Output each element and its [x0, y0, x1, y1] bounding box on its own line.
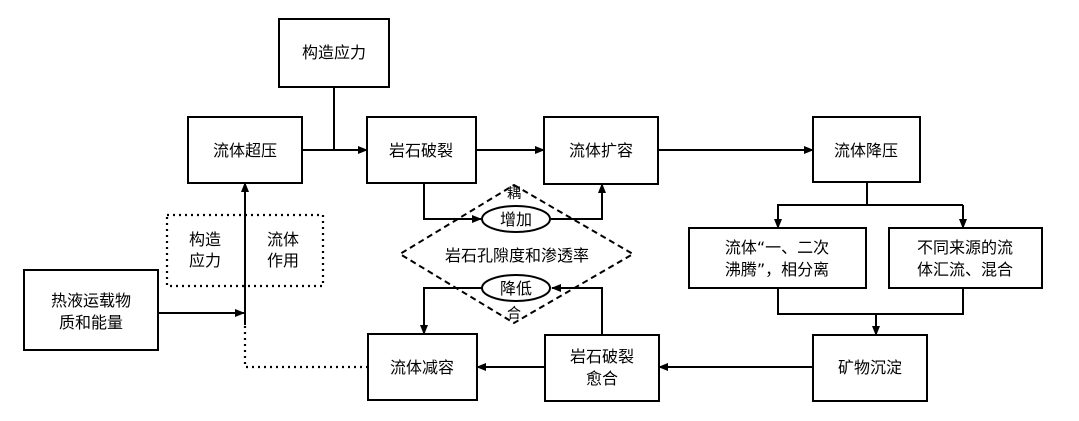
node-tectonic-stress-top-label: 构造应力: [302, 43, 366, 62]
node-fluid-boiling: 流体“一、二次 沸腾”，相分离: [688, 227, 867, 289]
edge-fracture-to-increase: [423, 183, 482, 223]
node-fluid-mixing-line1: 不同来源的流: [917, 238, 1013, 257]
node-fluid-expansion: 流体扩容: [543, 116, 659, 185]
node-fracture-healing-line2: 愈合: [586, 369, 618, 388]
coupling-center-label: 岩石孔隙度和渗透率: [445, 246, 589, 265]
node-fluid-action-line2: 作用: [267, 251, 299, 270]
node-fluid-depressurization: 流体降压: [812, 116, 921, 183]
decrease-label: 降低: [500, 279, 532, 298]
node-fluid-action-line1: 流体: [267, 230, 299, 249]
connectors: [158, 87, 967, 371]
dotted-box: [165, 213, 325, 288]
node-fluid-depressurization-label: 流体降压: [834, 141, 898, 160]
node-fracture-healing: 岩石破裂 愈合: [544, 334, 660, 402]
node-tectonic-stress-mid-line2: 应力: [189, 251, 221, 270]
node-fluid-reduction-label: 流体减容: [390, 358, 454, 377]
node-hydrothermal-transport: 热液运载物 质和能量: [23, 269, 159, 351]
edge-decrease-to-reduction: [420, 287, 482, 335]
node-fluid-expansion-label: 流体扩容: [569, 141, 633, 160]
node-fluid-overpressure-label: 流体超压: [213, 141, 277, 160]
coupling-top-char: 耦: [507, 186, 521, 202]
edge-healing-to-decrease: [551, 284, 603, 335]
edge-merge: [777, 288, 964, 315]
coupling-diamond: 耦 岩石孔隙度和渗透率 合 增加 降低: [398, 183, 635, 325]
node-rock-fracture: 岩石破裂: [366, 116, 477, 184]
edge-increase-to-expansion: [551, 183, 606, 220]
increase-label: 增加: [500, 210, 532, 229]
increase-ellipse: [481, 205, 551, 233]
node-fluid-mixing-line2: 体汇流、混合: [917, 260, 1013, 279]
node-tectonic-stress-top: 构造应力: [278, 18, 390, 88]
coupling-bottom-char: 合: [507, 306, 521, 322]
node-mineral-precipitation-label: 矿物沉淀: [838, 358, 902, 377]
node-tectonic-stress-mid-line1: 构造: [189, 230, 221, 249]
node-fluid-mixing: 不同来源的流 体汇流、混合: [888, 227, 1043, 289]
node-fluid-boiling-line1: 流体“一、二次: [725, 238, 829, 257]
node-fracture-healing-line1: 岩石破裂: [570, 347, 634, 366]
node-hydrothermal-line2: 质和能量: [59, 313, 123, 332]
edge-depress-split: [777, 182, 868, 229]
coupling-diamond-outline: [398, 183, 635, 325]
node-stress-fluid-dotted: 构造 应力 流体 作用: [165, 213, 325, 288]
node-fluid-boiling-line2: 沸腾”，相分离: [725, 260, 829, 279]
node-fluid-overpressure: 流体超压: [187, 116, 303, 184]
decrease-ellipse: [481, 274, 551, 302]
node-rock-fracture-label: 岩石破裂: [389, 141, 453, 160]
node-hydrothermal-line1: 热液运载物: [51, 291, 131, 310]
edge-reduction-dotted-return: [243, 325, 368, 369]
node-mineral-precipitation: 矿物沉淀: [812, 334, 928, 402]
node-fluid-reduction: 流体减容: [367, 333, 478, 401]
